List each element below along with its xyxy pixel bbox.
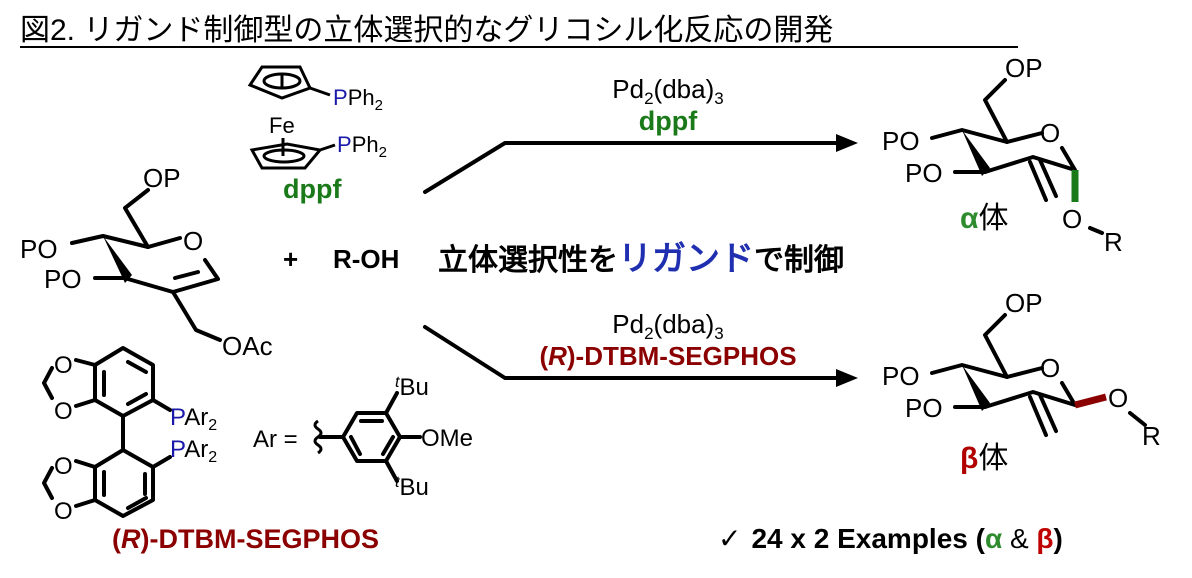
- upper-reaction-arrow: [423, 141, 842, 194]
- lower-ligand: (R)-DTBM-SEGPHOS: [539, 341, 796, 371]
- glycal-substrate: OP O PO PO OAc: [20, 163, 273, 361]
- arrowhead: [836, 369, 858, 387]
- ring-oxygen: O: [1040, 118, 1060, 148]
- po-label: PO: [882, 361, 920, 391]
- control-statement: 立体選択性をリガンドで制御: [438, 240, 844, 278]
- pph2-label: PPh2: [337, 132, 387, 161]
- po-label: PO: [882, 126, 920, 156]
- dppf-structure: Fe PPh2 PPh2 dppf: [247, 65, 387, 204]
- op-label: OP: [1005, 53, 1043, 83]
- r-label: R: [1104, 227, 1123, 257]
- oxygen-label: O: [54, 498, 73, 525]
- oac-label: OAc: [222, 331, 273, 361]
- po-label: PO: [44, 264, 82, 294]
- alpha-product: OP O PO PO O R α体: [882, 53, 1123, 257]
- ome-label: OMe: [421, 425, 473, 452]
- op-label: OP: [143, 163, 181, 193]
- plus-sign: +: [283, 244, 298, 274]
- tbu-label: tBu: [395, 474, 429, 501]
- ring-oxygen: O: [183, 226, 203, 256]
- oxygen-label: O: [54, 453, 73, 480]
- tbu-label: tBu: [395, 374, 429, 401]
- beta-product: OP O PO PO O R β体: [882, 288, 1161, 475]
- dppf-name: dppf: [283, 174, 342, 204]
- oxygen-label: O: [54, 352, 73, 379]
- figure-title: 図2. リガンド制御型の立体選択的なグリコシル化反応の開発: [20, 14, 833, 47]
- oxygen-label: O: [54, 398, 73, 425]
- par2-label: PAr2: [170, 404, 217, 434]
- ring-oxygen: O: [1040, 353, 1060, 383]
- par2-label: PAr2: [170, 436, 217, 466]
- upper-catalyst: Pd2(dba)3: [612, 74, 723, 108]
- o-label: O: [1062, 204, 1082, 234]
- segphos-name: (R)-DTBM-SEGPHOS: [112, 524, 379, 554]
- upper-ligand: dppf: [639, 106, 698, 136]
- pph2-label: PPh2: [333, 85, 383, 114]
- segphos-structure: O O O O PAr2 PAr2 Ar = tBu OMe tBu (R)-D…: [42, 346, 473, 554]
- lower-catalyst: Pd2(dba)3: [612, 309, 723, 343]
- r-label: R: [1142, 421, 1161, 451]
- arrowhead: [836, 134, 858, 152]
- lower-reaction-arrow: [423, 325, 842, 380]
- check-icon: ✓: [718, 523, 741, 554]
- o-label: O: [1108, 383, 1128, 413]
- roh-label: R-OH: [333, 244, 399, 274]
- po-label: PO: [905, 158, 943, 188]
- po-label: PO: [905, 393, 943, 423]
- po-label: PO: [20, 234, 58, 264]
- op-label: OP: [1005, 288, 1043, 318]
- alpha-anomer-label: α体: [960, 202, 1008, 235]
- ar-definition: Ar =: [253, 426, 298, 453]
- fe-label: Fe: [269, 113, 295, 138]
- examples-summary: ✓24 x 2 Examples (α & β): [718, 523, 1063, 554]
- beta-anomer-label: β体: [960, 442, 1008, 475]
